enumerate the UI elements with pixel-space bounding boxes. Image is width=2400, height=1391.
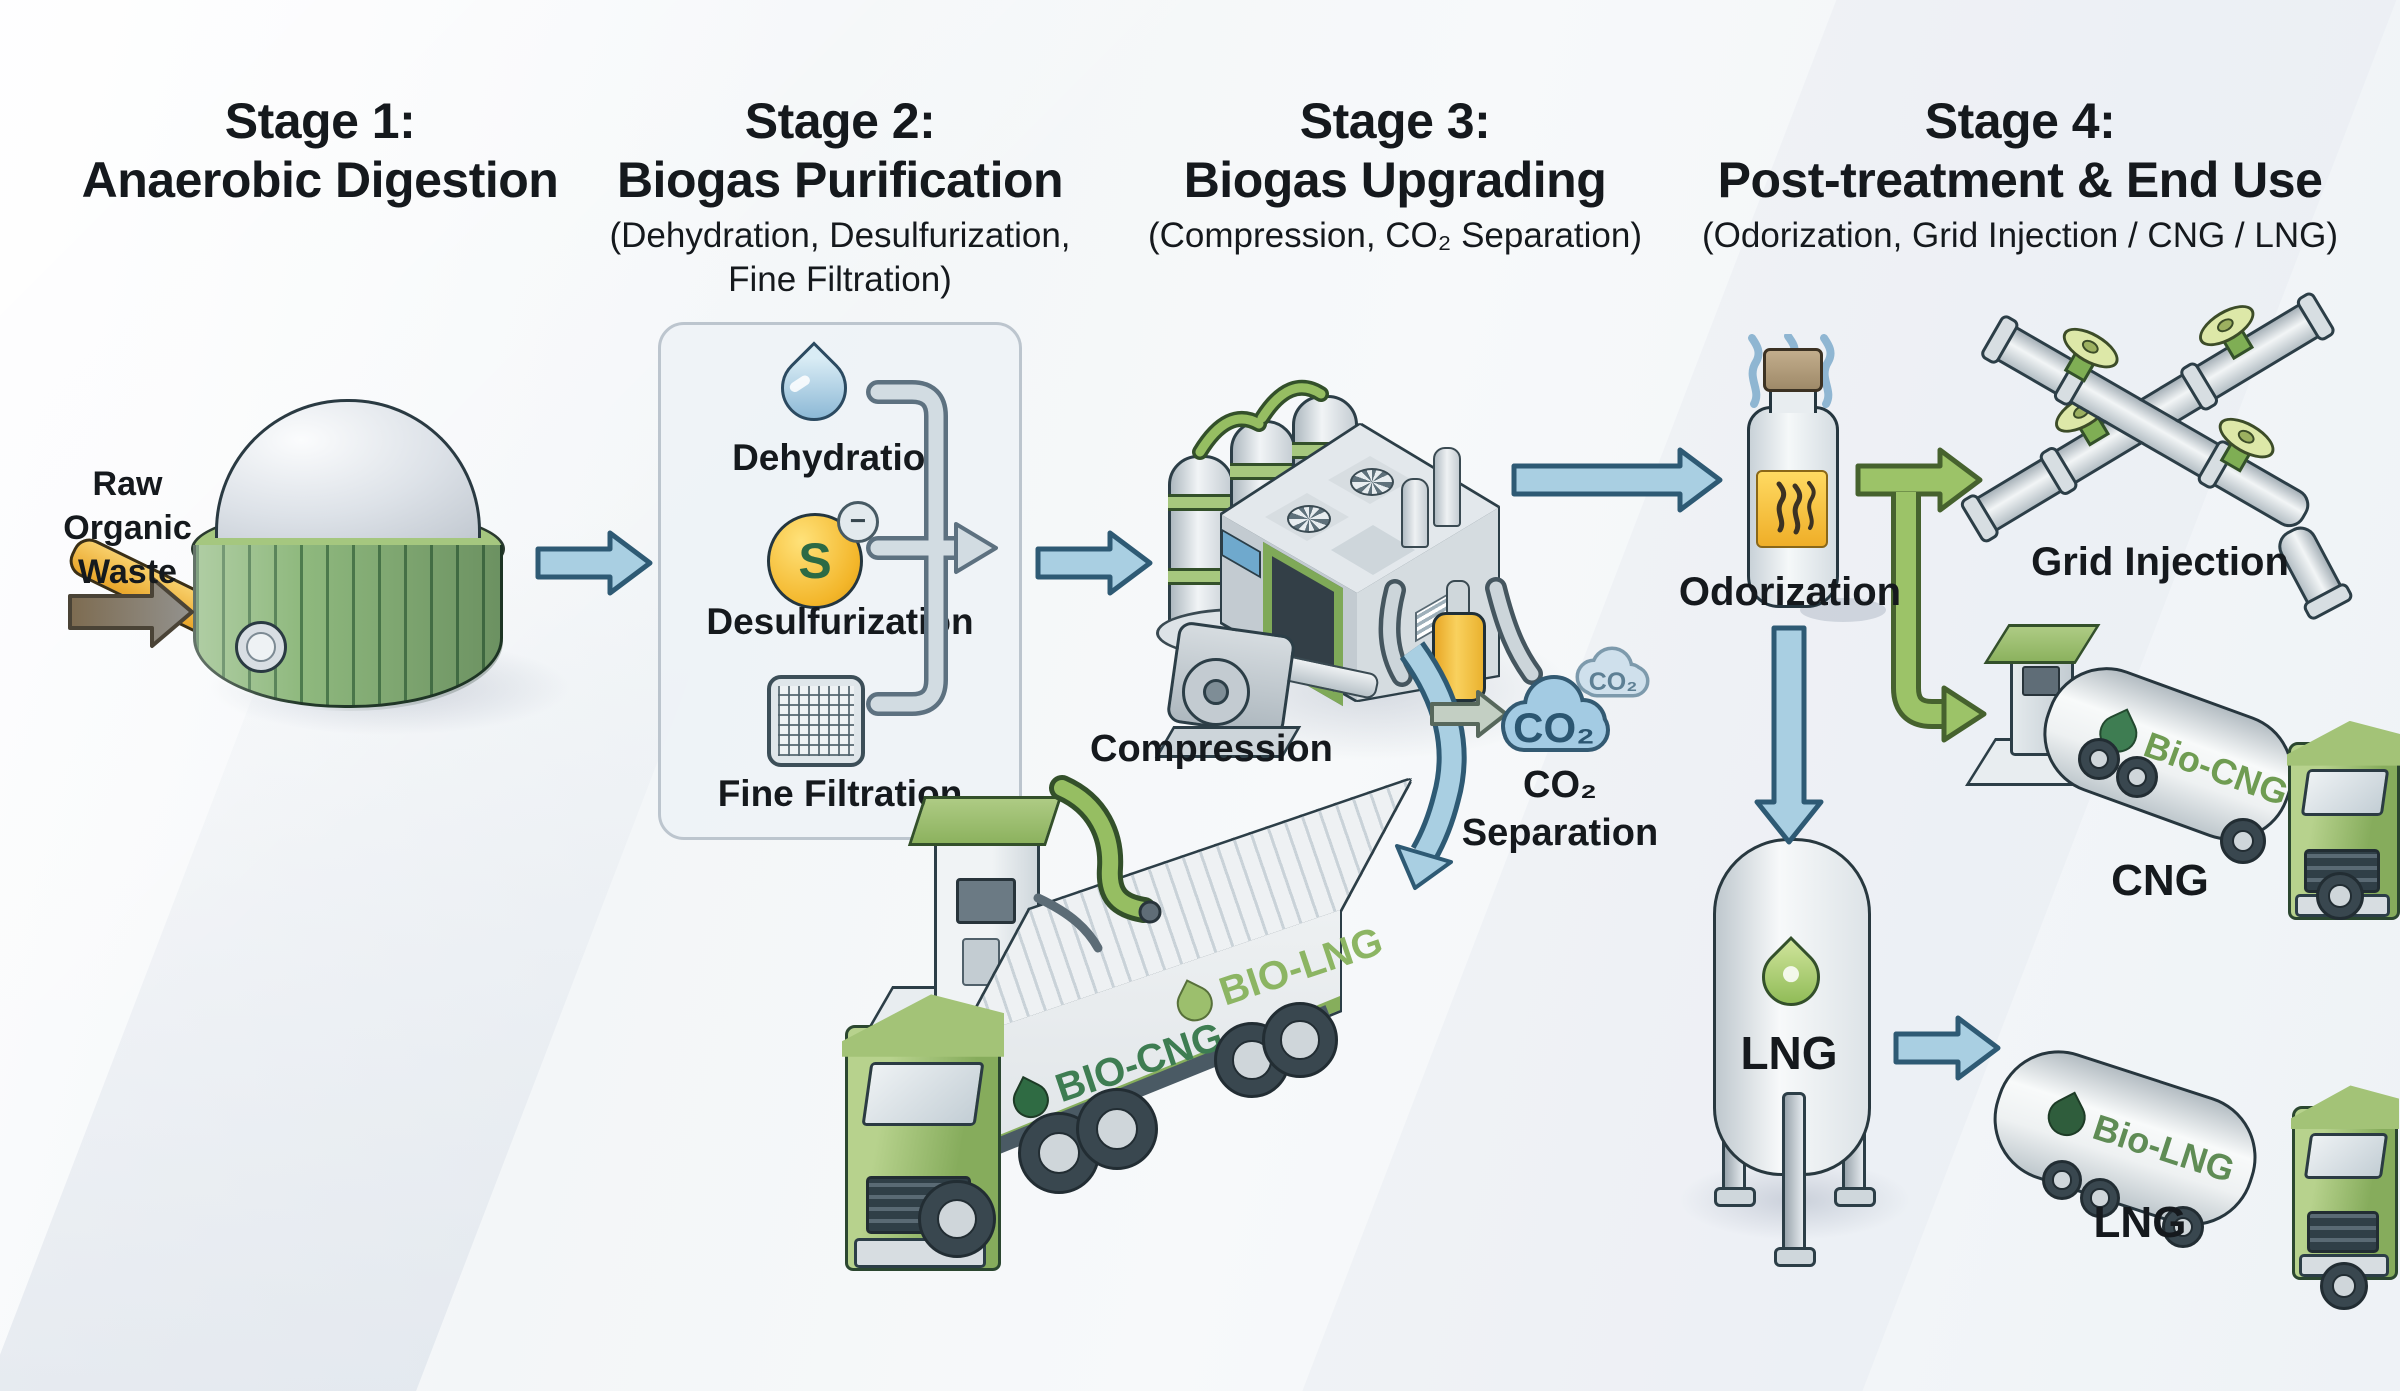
lng-truck-cab: [2291, 1085, 2399, 1280]
lng-label: LNG: [2093, 1198, 2187, 1247]
pump-roof: [1983, 624, 2101, 664]
chimney: [1433, 447, 1461, 527]
desulfurization-label: Desulfurization: [706, 601, 974, 642]
stage1-subtitle: Anaerobic Digestion: [81, 152, 559, 208]
compression-label: Compression: [1090, 728, 1333, 770]
fueling-truck-illustration: BIO-CNG BIO-LNG: [830, 780, 1430, 1320]
compressor-wheel: [1182, 658, 1250, 726]
purification-panel: Dehydration S − Desulfurization Fine Fil…: [658, 322, 1022, 840]
anaerobic-digester-illustration: [63, 395, 570, 735]
raw-organic-waste-label: Raw Organic Waste: [63, 465, 192, 592]
stage3-title: Stage 3:: [1299, 93, 1491, 149]
stage2-note: (Dehydration, Desulfurization, Fine Filt…: [609, 216, 1071, 299]
cng-refueling-illustration: Bio-CNG: [1965, 610, 2400, 920]
lng-storage-tank-illustration: LNG: [1680, 830, 1910, 1270]
chimney: [1401, 478, 1429, 548]
grid-injection-label: Grid Injection: [2031, 540, 2289, 584]
truck-wheel: [2042, 1160, 2082, 1200]
dehydration-label: Dehydration: [732, 437, 948, 478]
stage1-header: Stage 1: Anaerobic Digestion: [60, 92, 580, 210]
truck-wheel: [1076, 1088, 1158, 1170]
stage3-note: (Compression, CO₂ Separation): [1147, 216, 1643, 255]
stage2-title: Stage 2:: [744, 93, 936, 149]
truck-wheel: [2316, 872, 2364, 920]
digester-shading: [193, 545, 503, 711]
bottle-cap: [1763, 348, 1823, 392]
upgrading-plant-illustration: [1150, 360, 1570, 780]
stage3-subtitle: Biogas Upgrading: [1183, 152, 1607, 208]
dispenser-screen: [956, 878, 1016, 924]
leaf-drop-icon: [2041, 1091, 2093, 1143]
odorant-tank: [1432, 612, 1486, 702]
stage2-header: Stage 2: Biogas Purification (Dehydratio…: [570, 92, 1110, 302]
stage1-title: Stage 1:: [224, 93, 416, 149]
stage4-title: Stage 4:: [1924, 93, 2116, 149]
stage4-header: Stage 4: Post-treatment & End Use (Odori…: [1680, 92, 2360, 258]
digester-dome: [215, 399, 481, 538]
pump-screen: [2022, 666, 2060, 696]
minus-charge-icon: −: [837, 501, 879, 543]
inlet-port: [235, 621, 287, 673]
truck-wheel: [2078, 738, 2120, 780]
stage3-header: Stage 3: Biogas Upgrading (Compression, …: [1120, 92, 1670, 258]
stage2-subtitle: Biogas Purification: [616, 152, 1064, 208]
truck-wheel: [2116, 756, 2158, 798]
pipe-valve-icon: [2044, 316, 2126, 394]
lng-truck-illustration: Bio-LNG: [1977, 1010, 2400, 1310]
co2-separation-label: CO₂ Separation: [1461, 764, 1659, 854]
cng-tanker-tank: Bio-CNG: [2026, 650, 2311, 858]
lng-tank-label: LNG: [1740, 1027, 1838, 1079]
dispenser-roof: [907, 796, 1063, 846]
odorization-label: Odorization: [1678, 570, 1902, 614]
pipe-valve-icon: [2190, 296, 2268, 375]
truck-wheel: [2220, 818, 2266, 864]
stage4-note: (Odorization, Grid Injection / CNG / LNG…: [1701, 216, 2339, 255]
cng-label: CNG: [2111, 856, 2209, 905]
digester-tank: [193, 545, 503, 708]
water-drop-icon: [767, 341, 861, 435]
truck-wheel: [2320, 1262, 2368, 1310]
truck-wheel: [2080, 1178, 2120, 1218]
bottle-label: [1756, 470, 1828, 548]
truck-wheel: [2162, 1206, 2204, 1248]
odorization-bottle-illustration: [1690, 330, 1890, 630]
stage4-subtitle: Post-treatment & End Use: [1717, 152, 2323, 208]
filter-grid-icon: [767, 675, 865, 767]
tank-leg: [1774, 1092, 1816, 1267]
truck-wheel: [918, 1180, 996, 1258]
truck-wheel: [1262, 1002, 1338, 1078]
